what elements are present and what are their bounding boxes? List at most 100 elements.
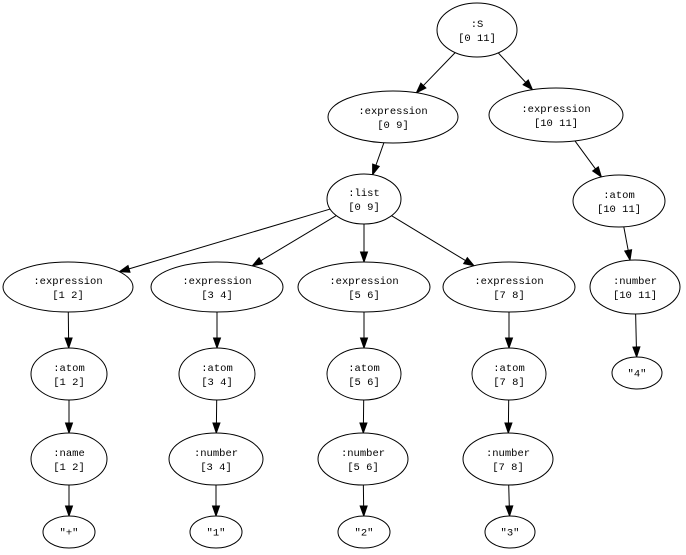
nodes-layer: :S[0 11]:expression[0 9]:expression[10 1… <box>2 2 681 549</box>
arrowhead-icon <box>64 422 74 435</box>
node-label: :expression <box>182 276 251 288</box>
node-label: :atom <box>201 363 233 375</box>
node-label: :expression <box>521 104 590 116</box>
edge-number-5-6-to-leaf-2 <box>359 484 368 518</box>
node-label: [3 4] <box>200 462 232 474</box>
node-ellipse <box>436 2 518 58</box>
edge-list-0-9-to-expression-5-6 <box>359 224 369 264</box>
node-ellipse <box>488 87 624 143</box>
edge-expression-1-2-to-atom-1-2 <box>64 311 73 350</box>
edge-line <box>497 52 527 83</box>
node-ellipse <box>42 515 96 549</box>
node-ellipse <box>337 515 391 549</box>
node-label: [10 11] <box>534 118 578 130</box>
edge-line <box>260 215 337 262</box>
node-number-5-6: :number [5 6] <box>317 432 409 486</box>
edge-line <box>623 226 629 251</box>
node-label: :expression <box>474 276 543 288</box>
node-ellipse <box>317 432 409 486</box>
node-number-7-8: :number[7 8] <box>462 432 554 486</box>
node-atom-7-8: :atom [7 8] <box>471 347 547 401</box>
node-label: [1 2] <box>52 290 84 302</box>
edge-atom-3-4-to-number-3-4 <box>212 399 221 435</box>
node-label: [7 8] <box>493 290 525 302</box>
edge-expression-3-4-to-atom-3-4 <box>212 312 222 350</box>
node-label: [0 11] <box>458 33 496 45</box>
node-ellipse <box>462 432 554 486</box>
node-atom-3-4: :atom[3 4] <box>178 347 256 401</box>
node-expression-0-9: :expression[0 9] <box>327 90 459 144</box>
arrowhead-icon <box>372 163 381 177</box>
arrowhead-icon <box>504 337 514 350</box>
node-label: [10 11] <box>597 204 641 216</box>
arrowhead-icon <box>212 422 221 435</box>
node-label: [0 9] <box>377 120 409 132</box>
edge-atom-10-11-to-number-10-11 <box>623 226 633 262</box>
node-leaf-2: "2" <box>337 515 391 549</box>
arrowhead-icon <box>462 256 476 267</box>
node-expression-1-2: :expression[1 2] <box>2 261 134 313</box>
node-label: :expression <box>329 276 398 288</box>
node-label: "2" <box>355 528 374 540</box>
edge-list-0-9-to-expression-3-4 <box>250 215 337 267</box>
node-ellipse <box>2 261 134 313</box>
node-label: "3" <box>501 528 520 540</box>
arrowhead-icon <box>359 422 368 435</box>
arrowhead-icon <box>591 166 603 179</box>
edge-line <box>128 208 331 270</box>
arrowhead-icon <box>632 346 641 359</box>
arrowhead-icon <box>359 505 368 518</box>
edge-expression-10-11-to-atom-10-11 <box>574 140 603 179</box>
node-expression-10-11: :expression [10 11] <box>488 87 624 143</box>
edge-name-1-2-to-leaf-plus <box>64 485 74 518</box>
node-leaf-4: "4" <box>611 356 663 390</box>
edge-s-to-expression-10-11 <box>497 52 534 91</box>
node-ellipse <box>442 261 576 313</box>
arrowhead-icon <box>211 505 221 518</box>
node-ellipse <box>189 515 243 549</box>
node-leaf-1: "1" <box>189 515 243 549</box>
edge-line <box>635 313 637 348</box>
edge-line <box>391 215 466 262</box>
node-label: [5 6] <box>348 290 380 302</box>
edge-list-0-9-to-expression-7-8 <box>391 215 476 267</box>
node-number-3-4: :number[3 4] <box>168 432 264 486</box>
node-expression-7-8: :expression [7 8] <box>442 261 576 313</box>
node-ellipse <box>150 261 284 313</box>
arrowhead-icon <box>623 249 633 262</box>
edge-line <box>508 484 510 507</box>
node-atom-5-6: :atom[5 6] <box>326 347 402 401</box>
edge-line <box>423 52 456 86</box>
node-label: :atom <box>493 363 525 375</box>
node-ellipse <box>168 432 264 486</box>
edge-number-10-11-to-leaf-4 <box>632 313 641 359</box>
edge-line <box>375 142 385 166</box>
edge-number-3-4-to-leaf-1 <box>211 485 221 518</box>
node-ellipse <box>326 173 402 225</box>
edge-number-7-8-to-leaf-3 <box>505 484 514 518</box>
node-label: "+" <box>60 528 79 540</box>
node-label: [7 8] <box>493 377 525 389</box>
node-label: :name <box>53 448 85 460</box>
node-ellipse <box>30 432 108 486</box>
node-label: :atom <box>348 363 380 375</box>
arrowhead-icon <box>250 256 264 267</box>
node-expression-5-6: :expression [5 6] <box>297 261 431 313</box>
node-label: :number <box>486 448 530 460</box>
node-ellipse <box>178 347 256 401</box>
arrowhead-icon <box>212 337 222 350</box>
node-label: :list <box>348 188 380 200</box>
edge-line <box>574 140 596 170</box>
edge-expression-0-9-to-list-0-9 <box>372 142 385 177</box>
node-label: [0 9] <box>348 202 380 214</box>
arrowhead-icon <box>64 505 74 518</box>
arrowhead-icon <box>505 505 514 518</box>
node-label: "4" <box>628 369 647 381</box>
node-label: :number <box>341 448 385 460</box>
node-s: :S[0 11] <box>436 2 518 58</box>
edges-layer <box>64 52 641 518</box>
arrowhead-icon <box>504 422 513 435</box>
node-label: [5 6] <box>347 462 379 474</box>
